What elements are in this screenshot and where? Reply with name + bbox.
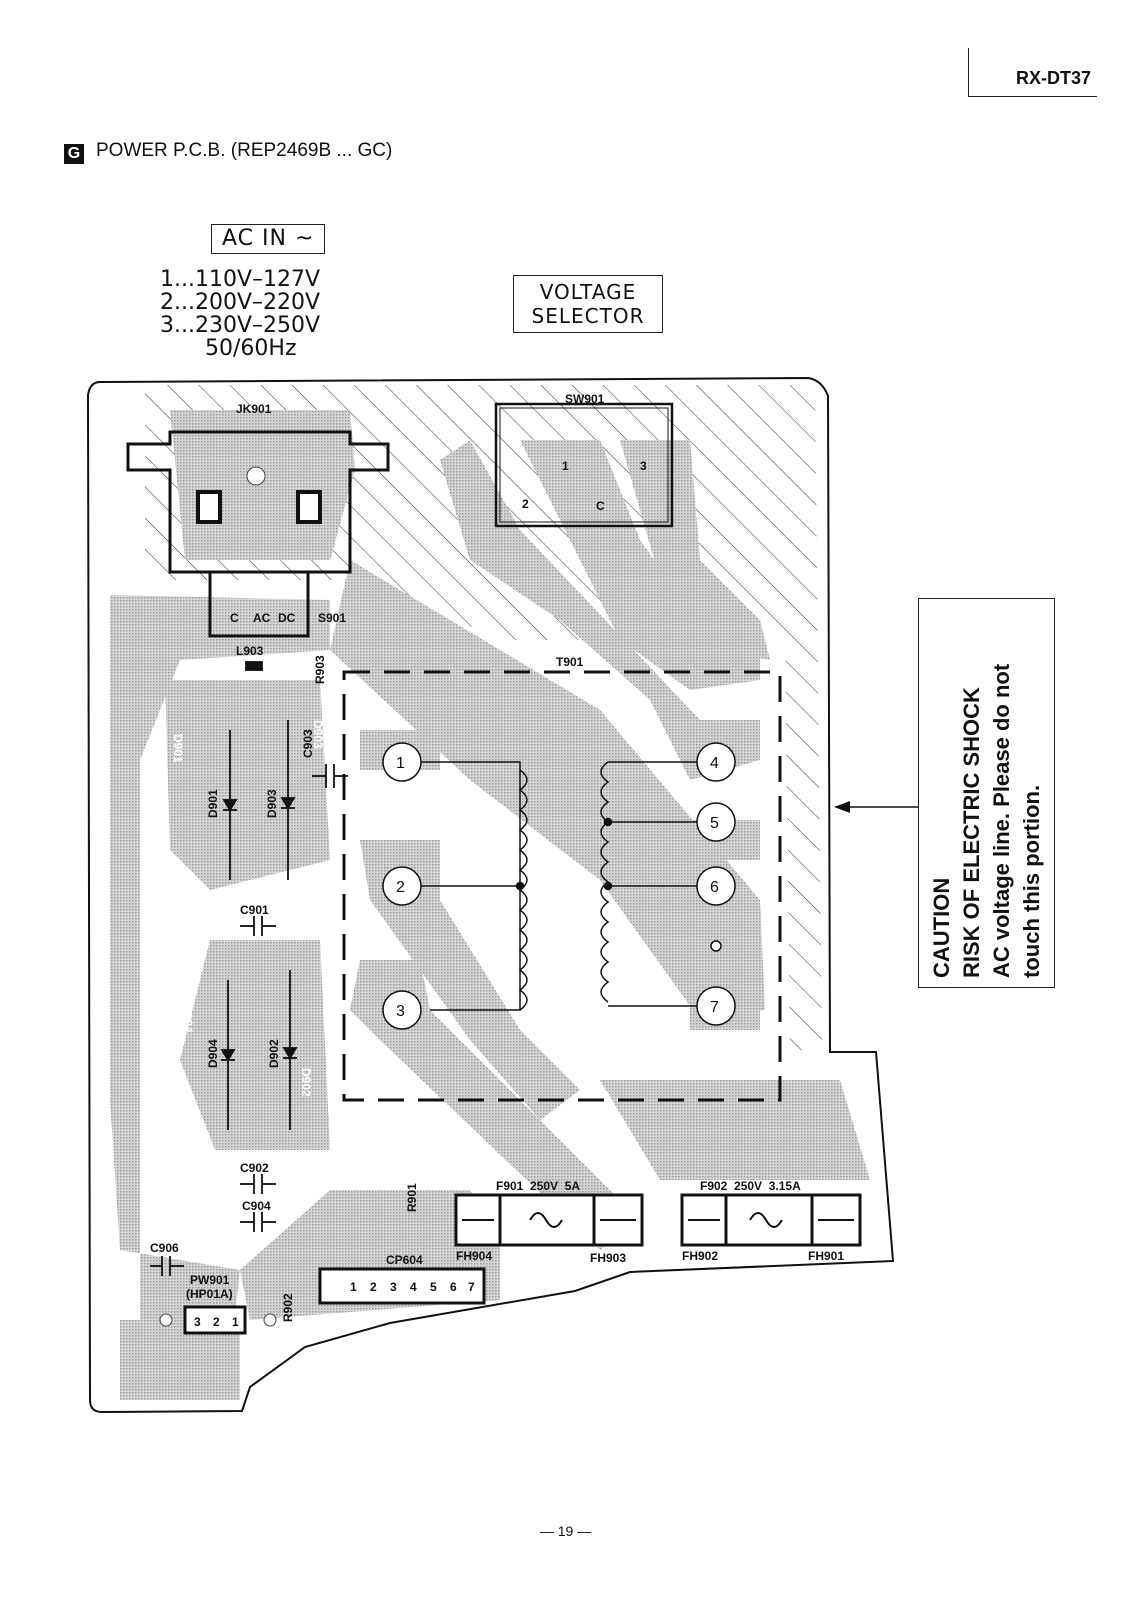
s901-switch — [208, 570, 310, 638]
fh902-label: FH902 — [682, 1249, 718, 1263]
caution-line-3: touch this portion. — [1018, 784, 1044, 978]
r903-label: R903 — [313, 655, 327, 684]
voltage-selector-line2: SELECTOR — [531, 304, 645, 328]
cp604-pin-3: 3 — [390, 1280, 397, 1294]
t901-pin-3: 3 — [396, 1003, 405, 1020]
section-title-text: POWER P.C.B. (REP2469B ... GC) — [96, 140, 393, 161]
s901-pin-ac: AC — [253, 611, 271, 625]
page-number: — 19 — — [539, 1523, 592, 1539]
c902-label: C902 — [240, 1161, 269, 1175]
sw901-pin-2: 2 — [522, 497, 529, 511]
t901-pin-2: 2 — [396, 879, 405, 896]
model-header: RX-DT37 — [968, 48, 1097, 97]
pw901-label: PW901 — [190, 1273, 230, 1287]
transformer-pins — [382, 742, 736, 1030]
jk901-hole — [246, 466, 266, 486]
s901-label: S901 — [318, 611, 346, 625]
pw901-pin-3: 3 — [194, 1315, 201, 1329]
f902-label: F902 250V 3.15A — [700, 1179, 801, 1193]
r901-label: R901 — [405, 1183, 419, 1212]
t901-pin-4: 4 — [710, 755, 719, 772]
ac-line-3: 3...230V–250V — [160, 313, 321, 338]
discrete-components — [150, 661, 348, 1276]
pw901-pin-1: 1 — [232, 1315, 239, 1329]
caution-title: CAUTION — [928, 877, 954, 978]
c904-label: C904 — [242, 1199, 271, 1213]
fh903-label: FH903 — [590, 1251, 626, 1265]
sw901-pin-3: 3 — [640, 459, 647, 473]
cp604-pin-4: 4 — [410, 1280, 417, 1294]
t901-pin-7: 7 — [710, 999, 719, 1016]
jk901-label: JK901 — [236, 402, 272, 416]
ac-line-2: 2...200V–220V — [160, 290, 321, 315]
d901-label: D901 — [206, 789, 220, 818]
s901-pin-c: C — [230, 611, 239, 625]
d901-silk: D901 — [171, 734, 185, 763]
pw901-connector — [183, 1305, 247, 1335]
ac-voltage-list: 1...110V–127V 2...200V–220V 3...230V–250… — [160, 268, 320, 360]
c906-label: C906 — [150, 1241, 179, 1255]
jk901-slot-right — [296, 490, 322, 524]
voltage-selector-label: VOLTAGE SELECTOR — [513, 275, 663, 333]
caution-box: CAUTION RISK OF ELECTRIC SHOCK AC voltag… — [918, 598, 1055, 988]
caution-text: CAUTION RISK OF ELECTRIC SHOCK AC voltag… — [927, 608, 1047, 978]
sw901-pin-c: C — [596, 499, 605, 513]
caution-line-2: AC voltage line. Please do not — [988, 663, 1014, 978]
t901-outline — [342, 670, 782, 1102]
d904-label: D904 — [206, 1039, 220, 1068]
t901-pin-5: 5 — [710, 815, 719, 832]
d904-silk: D904 — [181, 1004, 195, 1033]
l903-label: L903 — [236, 644, 264, 658]
c903-label: C903 — [301, 729, 315, 758]
fh901-label: FH901 — [808, 1249, 844, 1263]
s901-pin-dc: DC — [278, 611, 296, 625]
d902-label: D902 — [267, 1039, 281, 1068]
voltage-selector-line1: VOLTAGE — [539, 280, 637, 304]
sw901-pin-1: 1 — [562, 459, 569, 473]
model-number: RX-DT37 — [1015, 68, 1091, 88]
fh904-label: FH904 — [456, 1249, 492, 1263]
sw901-label: SW901 — [565, 392, 605, 406]
jk901-slot-left — [196, 490, 222, 524]
section-badge: G — [64, 144, 84, 164]
cp604-pin-5: 5 — [430, 1280, 437, 1294]
pw901-sublabel: (HP01A) — [186, 1287, 233, 1301]
t901-pin-6: 6 — [710, 879, 719, 896]
ac-frequency: 50/60Hz — [205, 336, 297, 361]
section-title: G POWER P.C.B. (REP2469B ... GC) — [64, 140, 392, 164]
c901-label: C901 — [240, 903, 269, 917]
t901-pin-1: 1 — [396, 755, 405, 772]
pcb-labels: JK901 SW901 S901 T901 L903 C AC DC 1 2 C… — [150, 392, 844, 1329]
caution-line-1: RISK OF ELECTRIC SHOCK — [958, 687, 984, 978]
jk901-inlet — [126, 430, 390, 574]
pw901-pin-2: 2 — [213, 1315, 220, 1329]
cp604-label: CP604 — [386, 1253, 423, 1267]
cp604-pin-2: 2 — [370, 1280, 377, 1294]
cp604-pin-1: 1 — [350, 1280, 357, 1294]
d902-silk: D902 — [299, 1068, 313, 1097]
r902-label: R902 — [281, 1293, 295, 1322]
cp604-connector — [318, 1267, 486, 1305]
t901-label: T901 — [556, 655, 584, 669]
f901-label: F901 250V 5A — [496, 1179, 580, 1193]
cp604-pin-7: 7 — [468, 1280, 475, 1294]
ac-in-label: AC IN ~ — [211, 224, 326, 254]
cp604-pin-6: 6 — [450, 1280, 457, 1294]
d903-label: D903 — [265, 789, 279, 818]
d903-silk: D903 — [311, 720, 325, 749]
ac-line-1: 1...110V–127V — [160, 267, 321, 292]
sw901-switch — [494, 402, 674, 528]
